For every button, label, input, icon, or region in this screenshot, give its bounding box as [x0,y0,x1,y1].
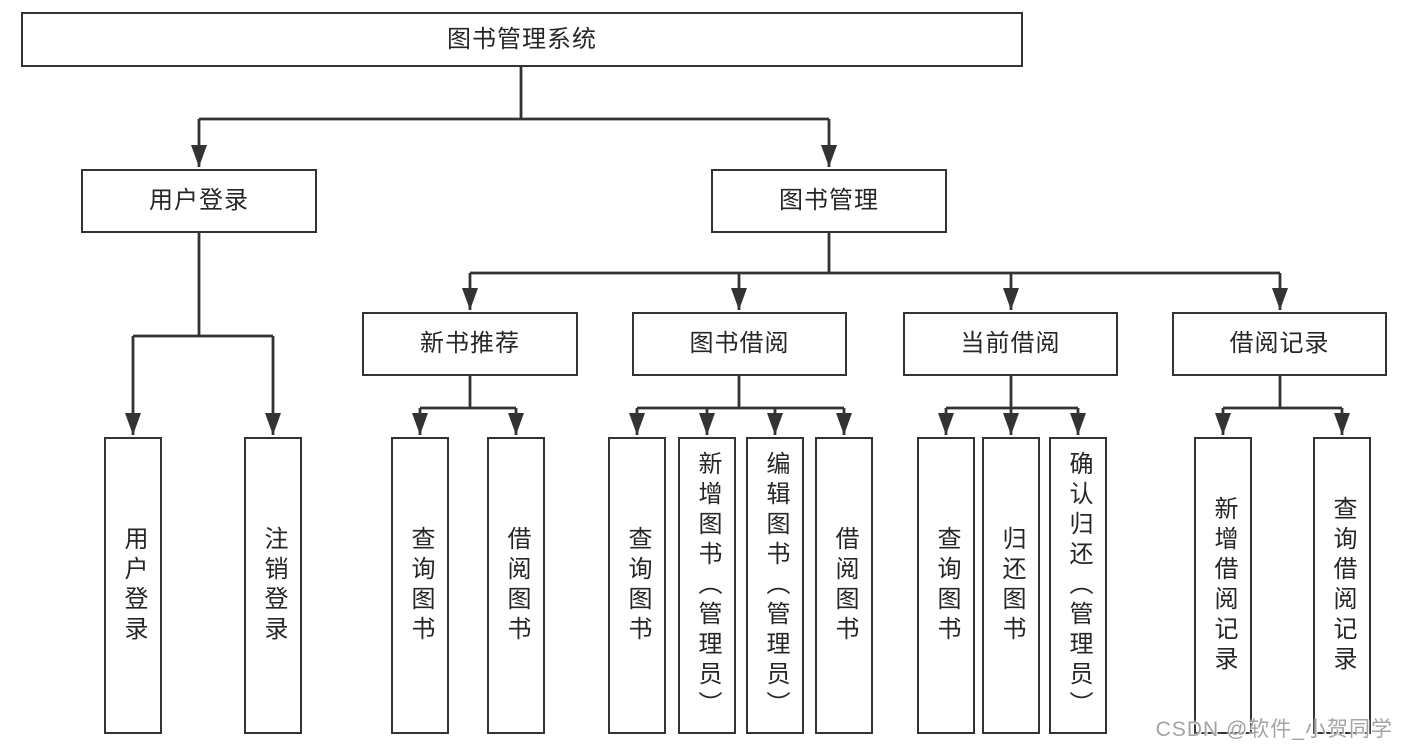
node-book-management: 图书管理 [711,169,947,233]
leaf-query-books-recommend: 查询图书 [391,437,449,734]
leaf-edit-books-admin: 编辑图书（管理员） [746,437,804,734]
node-label: 用户登录 [149,187,249,214]
leaf-label: 确认归还（管理员） [1065,450,1092,721]
leaf-label: 借阅图书 [503,525,530,646]
leaf-user-login: 用户登录 [104,437,162,734]
node-label: 借阅记录 [1229,330,1330,357]
node-label: 图书管理系统 [447,25,597,53]
leaf-query-borrow-record: 查询借阅记录 [1313,437,1371,734]
leaf-label: 用户登录 [120,525,147,646]
leaf-add-borrow-record: 新增借阅记录 [1194,437,1252,734]
leaf-borrow-books: 借阅图书 [815,437,873,734]
leaf-logout: 注销登录 [244,437,302,734]
node-current-borrowing: 当前借阅 [903,312,1118,376]
node-label: 图书借阅 [689,330,790,357]
leaf-add-books-admin: 新增图书（管理员） [678,437,736,734]
leaf-query-books-current: 查询图书 [917,437,975,734]
leaf-label: 查询图书 [933,525,960,646]
node-book-borrowing: 图书借阅 [632,312,847,376]
leaf-label: 新增借阅记录 [1210,495,1237,676]
leaf-label: 借阅图书 [831,525,858,646]
node-label: 图书管理 [779,187,879,214]
leaf-label: 注销登录 [260,525,287,646]
node-label: 当前借阅 [960,330,1061,357]
leaf-label: 归还图书 [998,525,1025,646]
leaf-borrow-books-recommend: 借阅图书 [487,437,545,734]
leaf-return-books: 归还图书 [982,437,1040,734]
node-borrowing-records: 借阅记录 [1172,312,1387,376]
leaf-confirm-return-admin: 确认归还（管理员） [1049,437,1107,734]
leaf-query-books-borrowing: 查询图书 [608,437,666,734]
node-user-login-branch: 用户登录 [81,169,317,233]
csdn-watermark: CSDN @软件_小贺同学 [1155,718,1393,741]
leaf-label: 新增图书（管理员） [694,450,721,721]
leaf-label: 查询图书 [407,525,434,646]
leaf-label: 查询图书 [624,525,651,646]
node-label: 新书推荐 [420,330,520,357]
leaf-label: 编辑图书（管理员） [762,450,789,721]
node-new-book-recommend: 新书推荐 [362,312,578,376]
node-library-system: 图书管理系统 [21,12,1023,67]
leaf-label: 查询借阅记录 [1329,495,1356,676]
